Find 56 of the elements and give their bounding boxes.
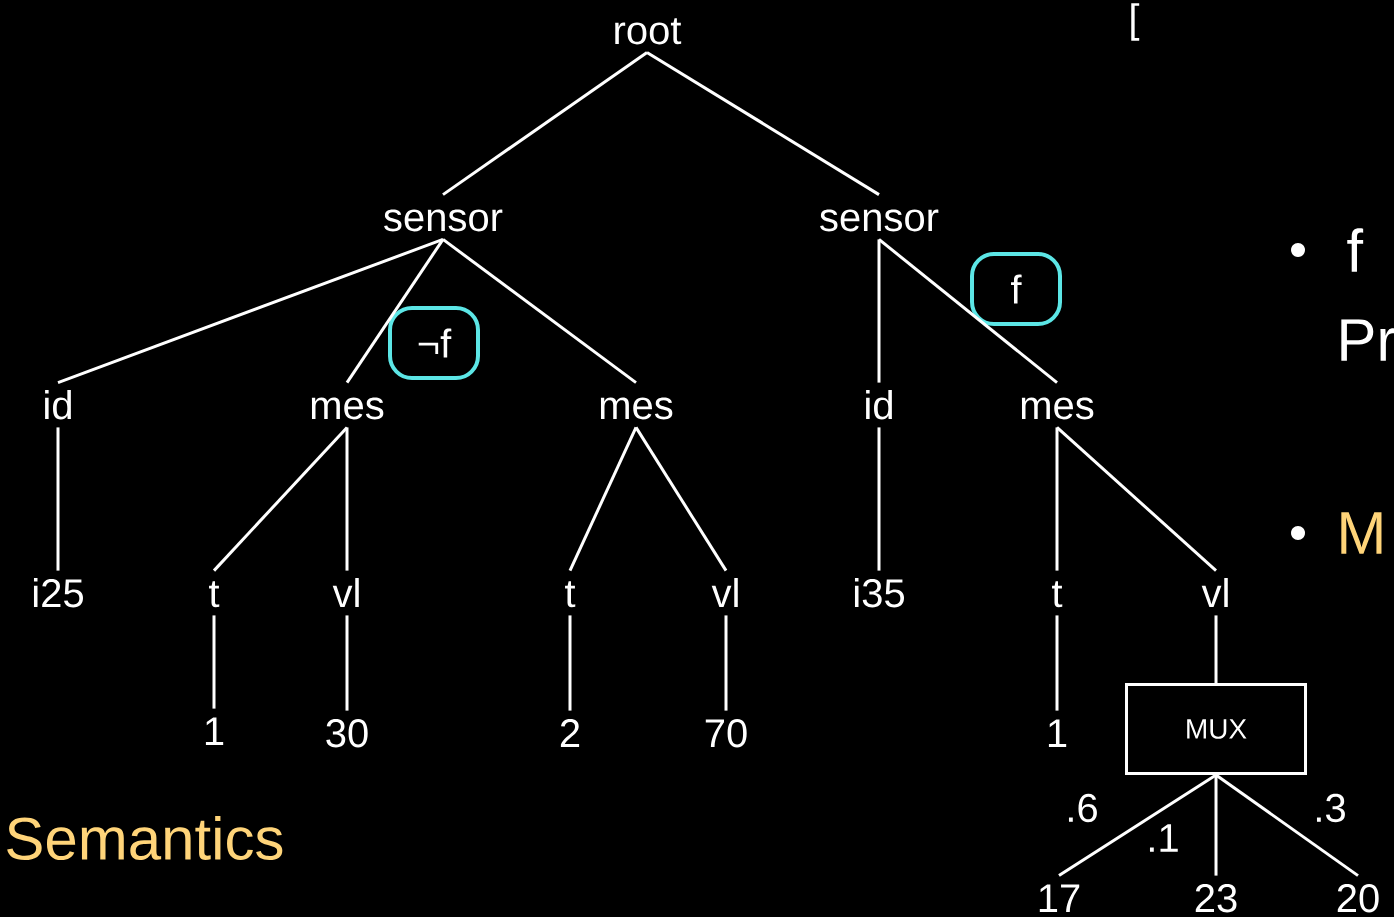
tree-label: sensor <box>384 209 503 232</box>
tree-line <box>646 51 880 196</box>
tree-line <box>878 238 1058 384</box>
tree-line <box>442 238 637 384</box>
tree-label: id <box>45 390 71 420</box>
edge-label: .1 <box>1149 824 1178 852</box>
tree-label: 20 <box>1337 884 1379 913</box>
tree-label: mes <box>1021 397 1094 420</box>
tree-line <box>1214 775 1218 876</box>
tree-label: mes <box>311 397 384 420</box>
tree-line <box>568 615 572 711</box>
tree-line <box>345 615 349 711</box>
tree-line <box>724 615 728 711</box>
tree-label: vl <box>711 578 738 607</box>
tree-line <box>568 426 638 572</box>
mux-box: MUX <box>1125 683 1307 775</box>
tree-label: id <box>866 390 892 420</box>
tree-label: 17 <box>1039 884 1080 912</box>
tree-label: 70 <box>705 719 747 748</box>
tree-line <box>212 426 349 572</box>
tree-label: 1 <box>205 717 224 745</box>
tree-line <box>1056 426 1217 572</box>
tree-label: vl <box>332 578 359 607</box>
tree-label: sensor <box>820 209 939 232</box>
tree-line <box>1055 427 1059 571</box>
tree-line <box>1058 773 1217 877</box>
tree-line <box>57 238 444 384</box>
tree-line <box>1214 615 1218 683</box>
bullet-text: M <box>1341 512 1382 554</box>
bullet-text: f <box>1347 228 1364 272</box>
heading-text: Semantics <box>7 816 283 861</box>
tree-line <box>345 238 445 384</box>
tree-label: t <box>565 581 576 608</box>
tree-label: i25 <box>34 578 83 608</box>
edge-label: .3 <box>1316 793 1345 823</box>
tree-line <box>1215 773 1359 877</box>
tree-line <box>877 427 881 571</box>
tree-label: 1 <box>1048 719 1067 747</box>
tree-line <box>634 426 728 572</box>
tree-label: t <box>1052 581 1063 608</box>
edge-label: .6 <box>1068 793 1097 823</box>
tree-line <box>877 239 881 383</box>
tree-label: root <box>615 18 682 45</box>
bracket-text: [ <box>1131 3 1140 41</box>
tree-label: i35 <box>855 578 904 608</box>
tree-line <box>442 51 648 196</box>
tree-label: t <box>209 581 220 608</box>
tree-label: 30 <box>326 719 368 748</box>
tree-line <box>212 615 216 709</box>
tree-line <box>56 427 60 571</box>
tree-label: 23 <box>1195 884 1237 913</box>
tree-label: vl <box>1201 578 1228 607</box>
tree-line <box>345 427 349 571</box>
tree-label: mes <box>600 397 673 420</box>
tree-label: 2 <box>560 719 580 747</box>
tree-line <box>1055 615 1059 711</box>
